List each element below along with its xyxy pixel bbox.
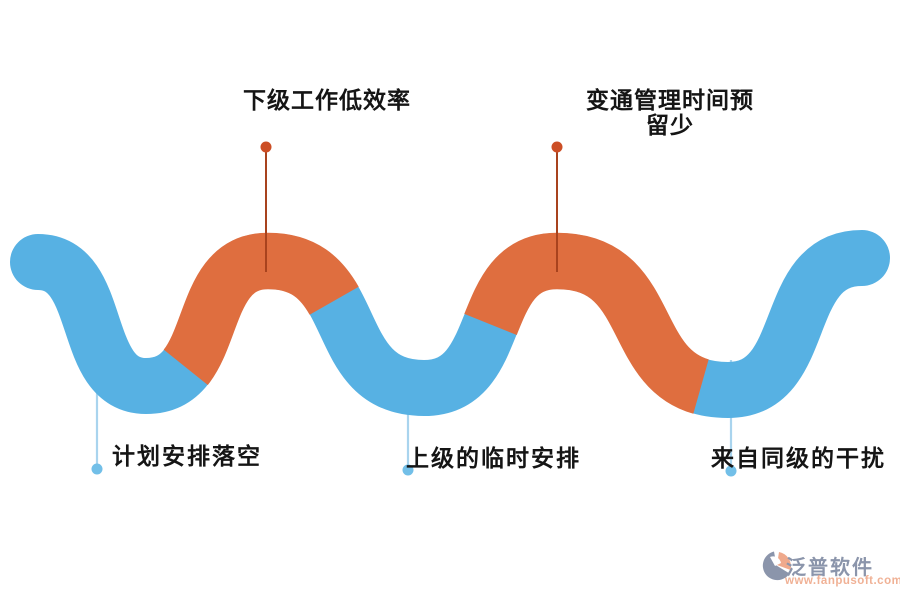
marker-dot-flexible <box>551 141 563 153</box>
fanpu-logo-url: www.fanpusoft.com <box>785 575 900 587</box>
callout-label-flexible-time-reserve: 变通管理时间预留少 <box>586 87 754 138</box>
callout-label-subordinate-inefficiency: 下级工作低效率 <box>243 87 411 113</box>
callout-label-superior-temporary-arrangement: 上级的临时安排 <box>406 445 581 471</box>
marker-dot-subordinate <box>260 141 272 153</box>
fanpu-logo-icon <box>762 551 791 581</box>
leader-dot-plan <box>91 463 103 475</box>
wave-path-blue <box>10 230 890 419</box>
leader-dot-peer <box>725 465 737 477</box>
fanpu-logo: 泛普软件 www.fanpusoft.com <box>756 550 900 594</box>
callout-label-peer-interference: 来自同级的干扰 <box>711 445 886 471</box>
leader-dot-boss <box>402 464 414 476</box>
callout-label-plan-falls-through: 计划安排落空 <box>112 443 262 469</box>
fanpu-logo-name: 泛普软件 <box>786 557 874 579</box>
